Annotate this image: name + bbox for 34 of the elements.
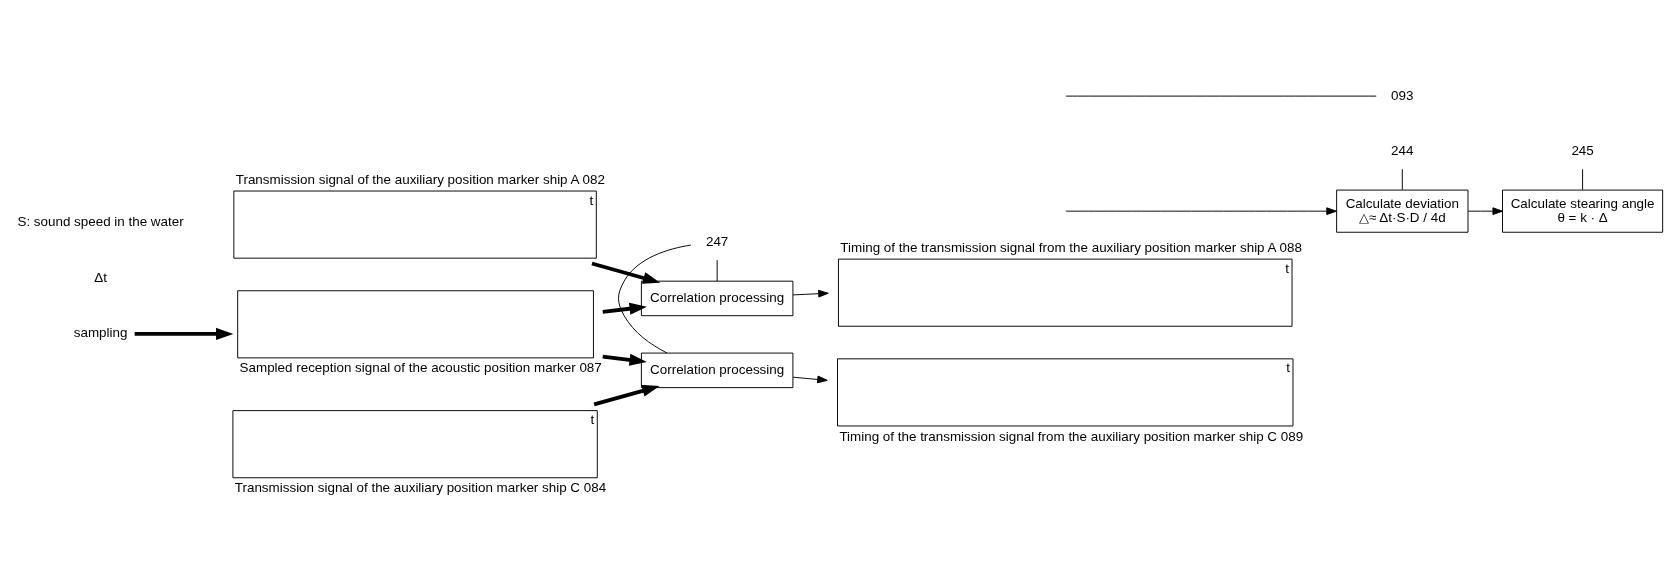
- node-box: t: [838, 258, 1293, 327]
- arrow: [593, 384, 660, 407]
- arrow: [792, 375, 828, 384]
- node-label: Timing of the transmission signal from the auxiliary position marker ship C 089: [839, 428, 1304, 444]
- node-text: 093: [1391, 87, 1414, 103]
- arrow: [792, 289, 829, 298]
- node-box: Calculate stearing angle θ = k · Δ: [1502, 189, 1664, 233]
- arrow: [1467, 207, 1503, 215]
- node-box: Correlation processing: [640, 280, 794, 317]
- arrow: [134, 327, 234, 340]
- connector: [1401, 168, 1403, 191]
- node-label: Transmission signal of the auxiliary position marker ship C 084: [234, 480, 607, 496]
- arrow: [602, 353, 647, 366]
- node-box: t: [233, 190, 597, 259]
- node-label: Transmission signal of the auxiliary position marker ship A 082: [235, 171, 605, 187]
- connector: [1582, 168, 1584, 191]
- label: Δt: [94, 269, 107, 285]
- label: S: sound speed in the water: [17, 214, 184, 230]
- node-label: Timing of the transmission signal from the auxiliary position marker ship A 088: [840, 239, 1302, 255]
- connector: [716, 259, 718, 282]
- node-box: t: [837, 358, 1294, 427]
- node-text: 247: [705, 234, 729, 250]
- node-label: Sampled reception signal of the acoustic position marker 087: [239, 360, 602, 376]
- node-box: t: [232, 410, 598, 479]
- arrow: [602, 302, 647, 315]
- node-box: Correlation processing: [640, 352, 794, 389]
- node-text: 244: [1391, 143, 1414, 159]
- connector: [618, 244, 692, 354]
- node-box: [237, 290, 594, 359]
- node-box: Calculate deviation △≈ Δt·S·D / 4d: [1336, 189, 1469, 233]
- arrow: [1065, 207, 1337, 215]
- node-text: 245: [1571, 143, 1594, 159]
- arrow: [591, 261, 661, 284]
- node-text: sampling: [73, 325, 128, 341]
